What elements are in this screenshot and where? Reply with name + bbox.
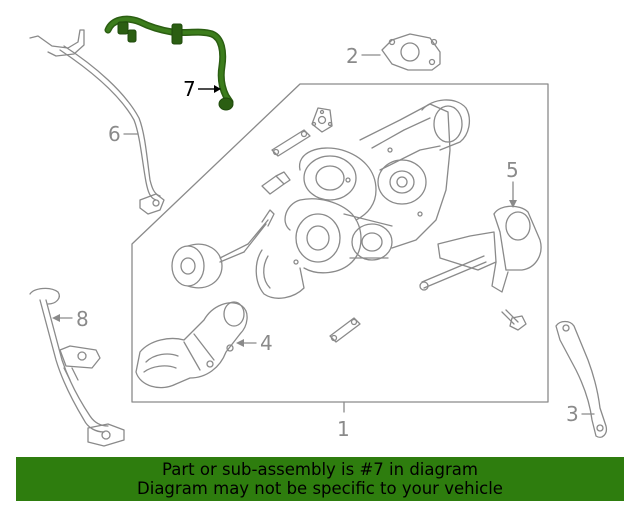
part-3-bracket[interactable] (555, 320, 608, 438)
banner-line-1: Part or sub-assembly is #7 in diagram (162, 460, 478, 479)
part-bolt[interactable] (501, 309, 527, 331)
callout-4-label: 4 (260, 331, 273, 355)
part-8-pipe[interactable] (29, 287, 125, 447)
part-link-bracket[interactable] (271, 129, 311, 157)
callout-3-label: 3 (566, 402, 579, 426)
part-sensor-plug[interactable] (261, 171, 291, 195)
info-banner: Part or sub-assembly is #7 in diagram Di… (16, 457, 624, 501)
callout-6-label: 6 (108, 122, 121, 146)
callout-5-arrow (509, 200, 517, 208)
callout-7-label: 7 (183, 77, 196, 101)
part-link-rod[interactable] (329, 317, 361, 343)
part-4-elbow[interactable] (135, 301, 248, 389)
callout-8-arrow (52, 314, 60, 322)
part-turbocharger[interactable] (255, 99, 471, 299)
assembly-boundary (131, 83, 549, 403)
part-triangle-flange[interactable] (311, 107, 333, 133)
callout-2-label: 2 (346, 44, 359, 68)
callout-1-label: 1 (337, 417, 350, 441)
callout-4-arrow (236, 339, 244, 347)
part-2-gasket[interactable] (381, 33, 441, 71)
part-wastegate-actuator[interactable] (171, 209, 275, 289)
banner-line-2: Diagram may not be specific to your vehi… (137, 479, 503, 498)
callout-5-label: 5 (506, 158, 519, 182)
parts-diagram: 7 6 2 1 (29, 15, 608, 447)
part-6-pipe[interactable] (29, 29, 165, 215)
part-7-hose[interactable] (104, 15, 234, 111)
callout-7-arrow (214, 85, 221, 93)
callout-8-label: 8 (76, 307, 89, 331)
part-5-actuator[interactable] (419, 205, 542, 293)
